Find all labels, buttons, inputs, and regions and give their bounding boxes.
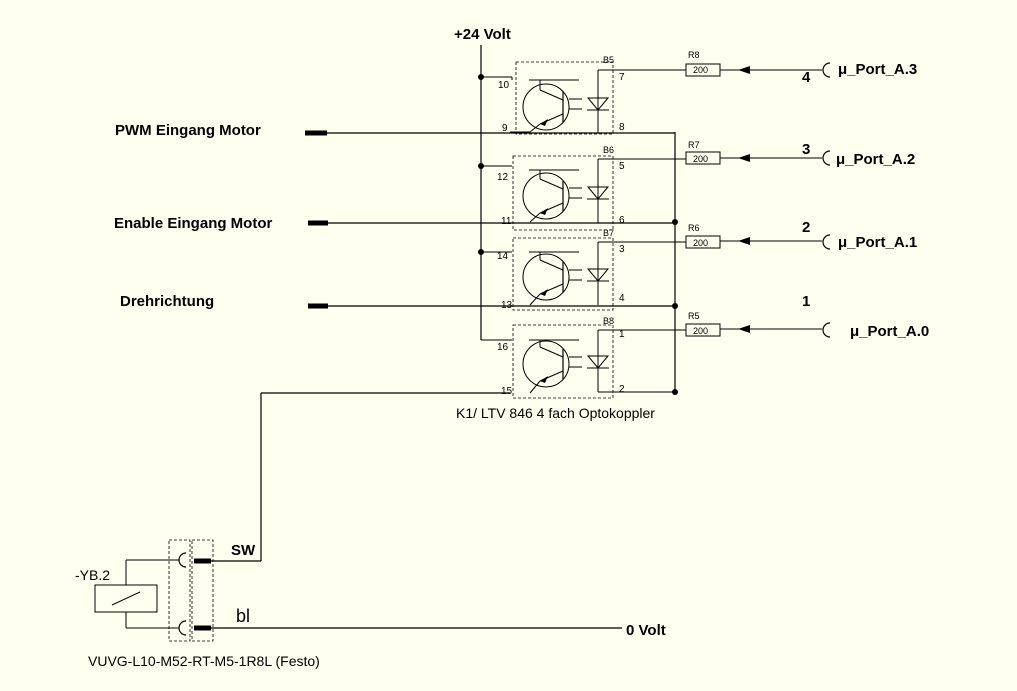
svg-text:B5: B5 [603, 55, 614, 65]
valve-connector [168, 539, 214, 642]
supply-24v-label: +24 Volt [454, 26, 511, 43]
resistor-r5: R5 200 [675, 311, 822, 337]
port-bit-2: 2 [802, 219, 810, 236]
port-socket-icon [822, 322, 831, 338]
junction-dot [672, 219, 678, 225]
svg-text:1: 1 [619, 329, 625, 340]
port-bit-3: 3 [802, 141, 810, 158]
resistor-r8: R8 200 [615, 50, 822, 77]
svg-text:3: 3 [619, 244, 625, 255]
svg-text:R6: R6 [688, 223, 700, 233]
svg-text:8: 8 [619, 122, 625, 133]
svg-text:13: 13 [501, 300, 513, 311]
svg-text:5: 5 [619, 161, 625, 172]
resistor-r7: R7 200 [675, 140, 822, 165]
svg-text:14: 14 [497, 251, 509, 262]
port-a1-label: μ_Port_A.1 [838, 234, 917, 251]
svg-text:2: 2 [619, 384, 625, 395]
svg-text:200: 200 [693, 238, 708, 248]
port-socket-icon [822, 150, 831, 166]
port-a2-label: μ_Port_A.2 [836, 151, 915, 168]
resistor-r6: R6 200 [675, 223, 822, 249]
svg-text:11: 11 [501, 216, 512, 227]
svg-text:7: 7 [619, 72, 625, 83]
port-socket-icon [822, 62, 831, 78]
svg-text:200: 200 [693, 65, 708, 75]
port-socket-icon [822, 234, 831, 250]
port-bit-4: 4 [802, 69, 811, 86]
solenoid-coil-icon [94, 559, 179, 629]
port-bit-1: 1 [802, 293, 810, 310]
svg-text:9: 9 [502, 123, 508, 134]
svg-text:10: 10 [498, 80, 510, 91]
wire-bl-label: bl [236, 606, 250, 626]
input-label-enable: Enable Eingang Motor [114, 215, 272, 232]
svg-text:B8: B8 [603, 316, 614, 326]
input-label-direction: Drehrichtung [120, 293, 214, 310]
svg-text:R7: R7 [688, 140, 700, 150]
valve-part-label: VUVG-L10-M52-RT-M5-1R8L (Festo) [88, 653, 320, 669]
svg-text:R8: R8 [688, 50, 700, 60]
optocoupler-b7: B7 14 13 3 4 [481, 228, 675, 311]
svg-text:B6: B6 [603, 145, 614, 155]
wire-sw-label: SW [231, 542, 256, 559]
input-label-pwm: PWM Eingang Motor [115, 122, 261, 139]
optocoupler-b5: B5 10 9 7 8 [481, 55, 625, 135]
supply-0v-label: 0 Volt [626, 622, 666, 639]
valve-ref-label: -YB.2 [75, 567, 110, 583]
optocoupler-b6: B6 12 11 5 6 [481, 145, 675, 231]
port-a0-label: μ_Port_A.0 [850, 323, 929, 340]
svg-text:200: 200 [693, 154, 708, 164]
port-a3-label: μ_Port_A.3 [838, 61, 917, 78]
svg-text:R5: R5 [688, 311, 700, 321]
svg-text:12: 12 [497, 172, 509, 183]
optocoupler-b8: B8 16 15 1 2 [481, 316, 675, 399]
svg-text:6: 6 [619, 215, 625, 226]
svg-text:200: 200 [693, 326, 708, 336]
svg-text:16: 16 [497, 342, 509, 353]
optocoupler-label: K1/ LTV 846 4 fach Optokoppler [456, 405, 655, 421]
svg-text:4: 4 [619, 293, 625, 304]
svg-text:B7: B7 [603, 228, 614, 238]
svg-text:15: 15 [501, 386, 513, 397]
